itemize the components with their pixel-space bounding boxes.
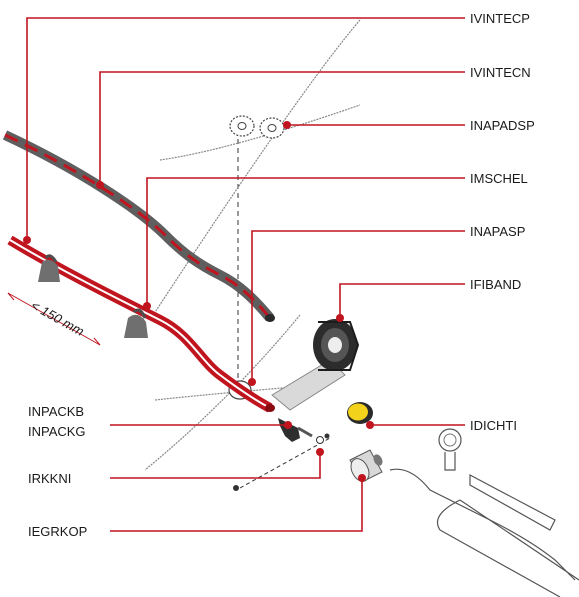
small-parts (233, 433, 331, 491)
label-inpackg: INPACKG (28, 424, 86, 439)
leader-ivintecn (99, 71, 465, 185)
leader-dot-idichti (366, 421, 374, 429)
label-inapasp: INAPASP (470, 224, 525, 239)
label-inapadsp: INAPADSP (470, 118, 535, 133)
leader-lines (23, 17, 465, 532)
leader-dot-ifiband (336, 314, 344, 322)
pump-tool (389, 428, 579, 597)
label-imschel: IMSCHEL (470, 171, 528, 186)
leader-dot-inapadsp (283, 121, 291, 129)
label-iegrkop: IEGRKOP (28, 524, 87, 539)
leader-dot-imschel (143, 302, 151, 310)
dimension-arrow: < 150 mm (7, 292, 101, 346)
leader-dot-inapasp (248, 378, 256, 386)
red-tube-white-stripe (7, 235, 275, 413)
label-ifiband: IFIBAND (470, 277, 521, 292)
leader-iegrkop (110, 478, 363, 532)
grey-tube-red-stripe (2, 130, 275, 322)
leader-dot-inpack (284, 421, 292, 429)
pin-part (278, 418, 313, 442)
label-ivintecn: IVINTECN (470, 65, 531, 80)
twisted-wire-upper (149, 19, 361, 321)
coupler-part (349, 449, 383, 483)
label-inpackb: INPACKB (28, 404, 84, 419)
leader-dot-ivintecn (96, 181, 104, 189)
leader-dot-irkkni (316, 448, 324, 456)
label-idichti: IDICHTI (470, 418, 517, 433)
leader-imschel (146, 177, 465, 306)
leader-ifiband (339, 283, 465, 318)
leader-dot-iegrkop (358, 474, 366, 482)
part-labels: IVINTECP IVINTECN INAPADSP IMSCHEL INAPA… (28, 11, 535, 539)
clip-left (38, 254, 60, 282)
label-ivintecp: IVINTECP (470, 11, 530, 26)
leader-ivintecp (26, 17, 465, 240)
tape-roll (271, 319, 360, 411)
leader-irkkni (110, 452, 321, 479)
dimension-label: < 150 mm (29, 298, 87, 339)
yellow-cap (347, 402, 373, 424)
label-irkkni: IRKKNI (28, 471, 71, 486)
clip-right (124, 308, 148, 338)
leader-dot-ivintecp (23, 236, 31, 244)
leader-inapasp (251, 230, 465, 382)
